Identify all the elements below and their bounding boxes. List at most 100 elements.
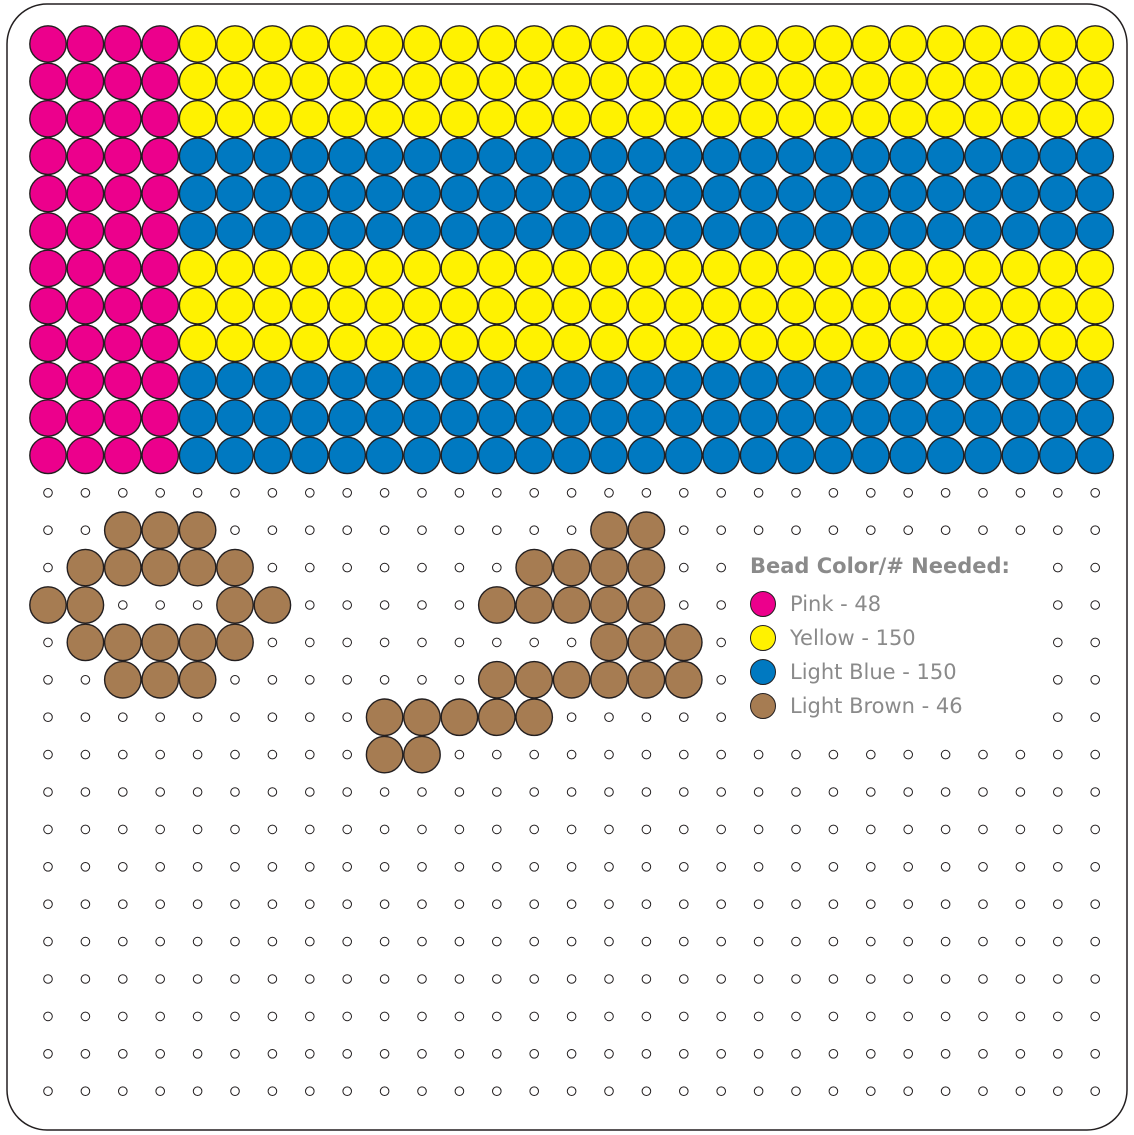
empty-peg xyxy=(81,1050,90,1059)
empty-peg xyxy=(1091,750,1100,759)
bead xyxy=(404,699,440,735)
bead xyxy=(1077,250,1113,286)
bead xyxy=(179,325,215,361)
empty-peg xyxy=(1016,825,1025,834)
bead xyxy=(217,213,253,249)
empty-peg xyxy=(642,1050,651,1059)
bead xyxy=(927,101,963,137)
bead xyxy=(553,662,589,698)
bead xyxy=(479,288,515,324)
empty-peg xyxy=(605,750,614,759)
bead xyxy=(67,362,103,398)
empty-peg xyxy=(754,1050,763,1059)
empty-peg xyxy=(680,1087,689,1096)
empty-peg xyxy=(829,788,838,797)
empty-peg xyxy=(904,825,913,834)
legend-item-yellow: Yellow - 150 xyxy=(750,622,916,654)
bead xyxy=(67,549,103,585)
bead xyxy=(666,250,702,286)
bead xyxy=(1040,138,1076,174)
empty-peg xyxy=(605,937,614,946)
bead xyxy=(217,437,253,473)
bead xyxy=(1077,26,1113,62)
empty-peg xyxy=(1091,1087,1100,1096)
empty-peg xyxy=(268,900,277,909)
empty-peg xyxy=(680,750,689,759)
bead xyxy=(591,250,627,286)
empty-peg xyxy=(680,563,689,572)
empty-peg xyxy=(343,1012,352,1021)
empty-peg xyxy=(380,1087,389,1096)
empty-peg xyxy=(306,937,315,946)
empty-peg xyxy=(642,788,651,797)
bead xyxy=(553,26,589,62)
bead xyxy=(591,549,627,585)
empty-peg xyxy=(231,863,240,872)
empty-peg xyxy=(754,900,763,909)
bead xyxy=(67,138,103,174)
bead xyxy=(479,101,515,137)
bead xyxy=(217,26,253,62)
bead xyxy=(1002,250,1038,286)
empty-peg xyxy=(717,1012,726,1021)
empty-peg xyxy=(156,975,165,984)
empty-peg xyxy=(268,1087,277,1096)
empty-peg xyxy=(717,1087,726,1096)
empty-peg xyxy=(1054,975,1063,984)
bead xyxy=(1002,175,1038,211)
empty-peg xyxy=(754,788,763,797)
bead xyxy=(815,63,851,99)
empty-peg xyxy=(493,489,502,498)
empty-peg xyxy=(717,1050,726,1059)
empty-peg xyxy=(680,975,689,984)
bead xyxy=(105,325,141,361)
bead xyxy=(67,325,103,361)
bead xyxy=(67,250,103,286)
empty-peg xyxy=(306,526,315,535)
bead xyxy=(1077,362,1113,398)
empty-peg xyxy=(268,975,277,984)
bead xyxy=(890,63,926,99)
empty-peg xyxy=(1091,1012,1100,1021)
empty-peg xyxy=(680,489,689,498)
empty-peg xyxy=(193,788,202,797)
empty-peg xyxy=(1054,825,1063,834)
bead xyxy=(142,662,178,698)
empty-peg xyxy=(904,937,913,946)
bead xyxy=(1040,63,1076,99)
empty-peg xyxy=(717,863,726,872)
empty-peg xyxy=(306,863,315,872)
empty-peg xyxy=(493,1050,502,1059)
bead xyxy=(404,213,440,249)
bead xyxy=(591,624,627,660)
empty-peg xyxy=(119,713,128,722)
empty-peg xyxy=(1054,713,1063,722)
empty-peg xyxy=(231,937,240,946)
bead xyxy=(703,138,739,174)
bead xyxy=(441,175,477,211)
bead xyxy=(366,175,402,211)
bead xyxy=(67,26,103,62)
empty-peg xyxy=(1091,526,1100,535)
bead xyxy=(1040,288,1076,324)
bead xyxy=(516,213,552,249)
bead xyxy=(217,63,253,99)
bead xyxy=(553,400,589,436)
empty-peg xyxy=(829,863,838,872)
empty-peg xyxy=(754,975,763,984)
empty-peg xyxy=(193,601,202,610)
empty-peg xyxy=(44,750,53,759)
bead xyxy=(965,437,1001,473)
bead xyxy=(778,362,814,398)
bead xyxy=(366,250,402,286)
bead xyxy=(292,250,328,286)
bead xyxy=(254,101,290,137)
bead xyxy=(404,437,440,473)
legend-label-light-brown: Light Brown - 46 xyxy=(790,694,963,718)
empty-peg xyxy=(44,713,53,722)
empty-peg xyxy=(493,937,502,946)
bead xyxy=(179,26,215,62)
bead xyxy=(666,175,702,211)
bead xyxy=(778,213,814,249)
empty-peg xyxy=(493,750,502,759)
